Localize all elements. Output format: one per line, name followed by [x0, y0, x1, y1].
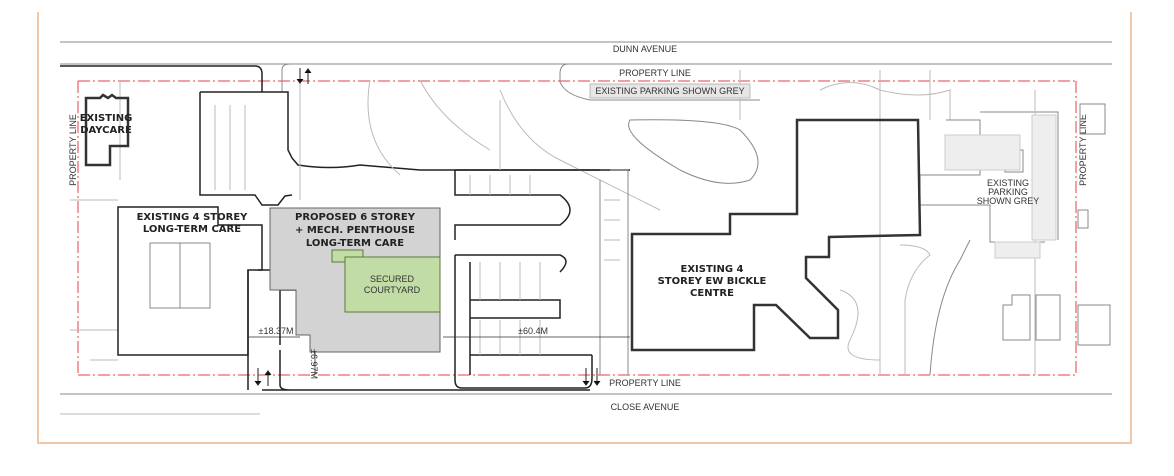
bickle-centre-building — [630, 118, 922, 352]
proposed-label-line1: PROPOSED 6 STOREY — [295, 212, 416, 223]
secured-courtyard — [344, 256, 441, 313]
street-label-dunn: DUNN AVENUE — [613, 44, 677, 54]
daycare-label-line2: DAYCARE — [80, 125, 132, 136]
bickle-label-line3: CENTRE — [690, 288, 734, 299]
dimension-setback: ±6.97M — [309, 349, 319, 379]
parking-label-right-line2: PARKING — [988, 187, 1028, 197]
property-line-label-right: PROPERTY LINE — [1078, 114, 1088, 186]
existing-ltc-building — [117, 206, 263, 356]
proposed-label-line2: + MECH. PENTHOUSE — [295, 225, 415, 236]
property-line-label-bottom: PROPERTY LINE — [609, 378, 681, 388]
existing-ltc-label-line2: LONG-TERM CARE — [143, 224, 241, 235]
existing-ltc-label-line1: EXISTING 4 STOREY — [137, 212, 249, 223]
daycare-label-line1: EXISTING — [80, 113, 133, 124]
property-line — [77, 80, 1077, 376]
bickle-label-line1: EXISTING 4 — [680, 264, 743, 275]
frame-border — [37, 12, 1132, 444]
driveway-arrows — [254, 68, 601, 386]
property-line-label-top: PROPERTY LINE — [619, 68, 691, 78]
parking-label-right-line1: EXISTING — [987, 178, 1029, 188]
property-line-label-left: PROPERTY LINE — [68, 114, 78, 186]
courtyard-label-line1: SECURED — [370, 274, 415, 284]
courtyard-label-line2: COURTYARD — [364, 285, 421, 295]
proposed-label-line3: LONG-TERM CARE — [306, 238, 404, 249]
site-linework — [60, 63, 1111, 391]
close-avenue-road — [60, 393, 1112, 415]
dimension-west-width: ±18.37M — [259, 326, 294, 336]
dunn-avenue-road — [60, 41, 1112, 65]
dimension-east-width: ±60.4M — [518, 326, 548, 336]
parking-label-right-line3: SHOWN GREY — [977, 196, 1040, 206]
dimension-lines — [248, 336, 630, 375]
street-label-close: CLOSE AVENUE — [611, 402, 680, 412]
existing-daycare-building — [84, 93, 130, 167]
parking-label-top: EXISTING PARKING SHOWN GREY — [595, 86, 744, 96]
bickle-label-line2: STOREY EW BICKLE — [658, 276, 767, 287]
